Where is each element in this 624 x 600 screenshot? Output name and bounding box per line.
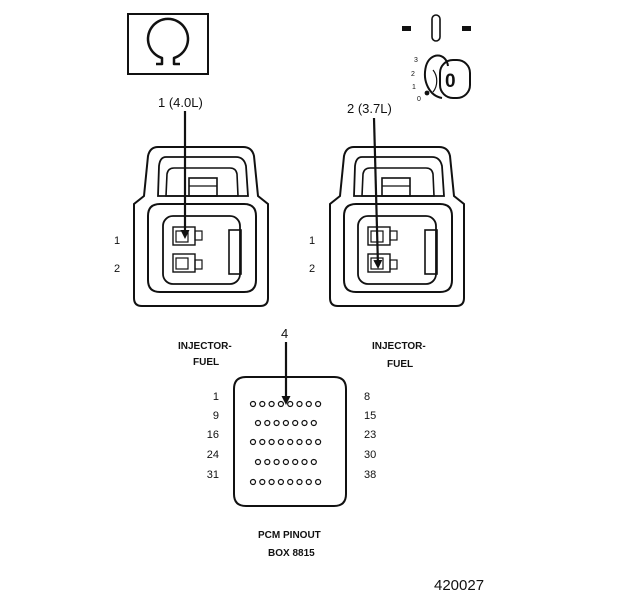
pcm-pin <box>292 458 299 466</box>
pcm-row-label-left: 1 <box>213 391 219 403</box>
pcm-pin <box>301 419 308 427</box>
pcm-pin <box>296 478 303 486</box>
pcm-pin <box>282 419 289 427</box>
electrical-connector-icon <box>133 146 269 307</box>
pcm-title-line2: BOX 8815 <box>268 548 315 559</box>
pcm-pin <box>249 400 257 408</box>
pcm-pin <box>277 438 284 446</box>
right-connector-title-line1: INJECTOR- <box>372 341 426 352</box>
pcm-pin <box>264 419 271 427</box>
left-connector-title-line2: FUEL <box>193 357 219 368</box>
pcm-row-label-left: 24 <box>207 449 219 461</box>
pcm-row-label-right: 30 <box>364 449 376 461</box>
pcm-pin <box>287 400 294 408</box>
pcm-pin <box>282 458 289 466</box>
pcm-pin <box>292 419 299 427</box>
pcm-pin <box>315 400 322 408</box>
pcm-row-label-right: 8 <box>364 391 370 403</box>
pcm-pin <box>315 478 322 486</box>
pcm-pin <box>254 419 262 427</box>
pcm-pin <box>301 458 308 466</box>
right-connector-title-line2: FUEL <box>387 359 413 370</box>
pcm-pin <box>268 438 275 446</box>
left-connector-pin-1: 1 <box>114 235 120 247</box>
pcm-title-line1: PCM PINOUT <box>258 530 321 541</box>
pcm-pin <box>277 478 284 486</box>
electrical-connector-icon <box>329 146 465 307</box>
pcm-pin <box>273 458 280 466</box>
pcm-pin <box>310 458 317 466</box>
pcm-pin <box>254 458 262 466</box>
key-position-1: 1 <box>412 84 416 91</box>
pcm-pin <box>277 400 284 408</box>
key-position-0: 0 <box>417 96 421 103</box>
pcm-row-label-left: 31 <box>207 469 219 481</box>
pcm-pin <box>305 400 312 408</box>
pcm-row-label-right: 15 <box>364 410 376 422</box>
left-connector-title-line1: INJECTOR- <box>178 341 232 352</box>
right-connector-pin-2: 2 <box>309 263 315 275</box>
probe-arrow-connector-2 <box>372 117 383 269</box>
right-connector-pin-1: 1 <box>309 235 315 247</box>
pcm-row-label-right: 38 <box>364 469 376 481</box>
pcm-row-label-left: 9 <box>213 410 219 422</box>
pcm-pin <box>249 478 257 486</box>
pcm-pin <box>268 478 275 486</box>
pcm-pin <box>305 478 312 486</box>
pcm-pin <box>259 400 266 408</box>
pcm-row-label-right: 23 <box>364 429 376 441</box>
callout-connector-1: 1 (4.0L) <box>158 95 203 110</box>
ohmmeter-symbol-icon <box>127 13 209 75</box>
left-connector-pin-2: 2 <box>114 263 120 275</box>
pcm-pin <box>296 438 303 446</box>
figure-number: 420027 <box>434 577 484 594</box>
callout-pcm-pin: 4 <box>281 326 288 341</box>
pcm-pin <box>315 438 322 446</box>
key-label: 0 <box>445 71 456 92</box>
pcm-pin <box>259 438 266 446</box>
pcm-pin <box>273 419 280 427</box>
key-position-3: 3 <box>414 57 418 64</box>
pcm-pin <box>249 438 257 446</box>
callout-connector-2: 2 (3.7L) <box>347 101 392 116</box>
pcm-pin <box>268 400 275 408</box>
pcm-pin <box>305 438 312 446</box>
pcm-pin <box>264 458 271 466</box>
ignition-key-icon: 3 2 1 0 0 <box>402 14 471 103</box>
key-position-2: 2 <box>411 71 415 78</box>
pcm-connector-icon <box>233 376 347 507</box>
pcm-pin <box>296 400 303 408</box>
pcm-pin <box>287 438 294 446</box>
pcm-row-label-left: 16 <box>207 429 219 441</box>
pcm-pin <box>287 478 294 486</box>
pcm-pin <box>259 478 266 486</box>
pcm-pin <box>310 419 317 427</box>
